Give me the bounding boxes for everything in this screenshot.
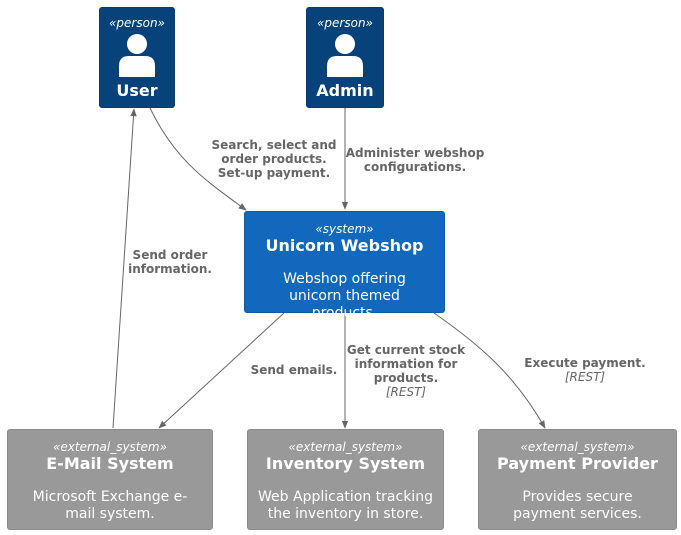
person-icon (119, 34, 155, 77)
edge-webshop-email (158, 312, 285, 429)
edge-webshop-payment-text: Execute payment. (524, 356, 646, 370)
edge-webshop-payment-tech: [REST] (564, 370, 606, 384)
node-user-stereotype: «person» (109, 16, 165, 30)
edge-webshop-inventory-text: Get current stock information for produc… (346, 343, 466, 385)
node-webshop-stereotype: «system» (315, 222, 374, 236)
node-inventory-description: Web Application tracking the inventory i… (258, 489, 433, 522)
edge-label-webshop-inventory: Get current stock information for produc… (343, 343, 469, 399)
node-webshop-description: Webshop offering unicorn themed products… (283, 271, 406, 321)
edge-webshop-email-text: Send emails. (250, 363, 338, 377)
node-email-title: E-Mail System (46, 454, 174, 473)
node-webshop-title: Unicorn Webshop (265, 236, 424, 255)
node-email-system[interactable]: «external_system» E-Mail System Microsof… (7, 429, 213, 530)
node-user[interactable]: «person» User (99, 7, 175, 108)
edge-email-user-text: Send order information. (128, 248, 212, 276)
edge-label-webshop-payment: Execute payment. [REST] (520, 356, 650, 384)
person-icon (327, 34, 363, 77)
node-inventory-stereotype: «external_system» (288, 440, 403, 454)
node-email-description: Microsoft Exchange e-mail system. (32, 489, 188, 522)
edge-webshop-payment (433, 312, 546, 429)
node-admin[interactable]: «person» Admin (306, 7, 384, 108)
edge-label-admin-webshop: Administer webshop configurations. (340, 146, 490, 174)
node-payment-stereotype: «external_system» (520, 440, 635, 454)
node-inventory-system[interactable]: «external_system» Inventory System Web A… (247, 429, 444, 530)
edge-label-email-user: Send order information. (125, 248, 215, 276)
node-payment-description: Provides secure payment services. (513, 489, 642, 522)
edge-user-webshop-text: Search, select and order products. Set-u… (211, 138, 337, 180)
edge-user-webshop (149, 107, 247, 211)
edge-webshop-inventory-tech: [REST] (385, 385, 427, 399)
node-admin-stereotype: «person» (317, 16, 373, 30)
node-inventory-title: Inventory System (265, 454, 426, 473)
node-webshop[interactable]: «system» Unicorn Webshop Webshop offerin… (244, 211, 445, 321)
node-email-stereotype: «external_system» (53, 440, 167, 454)
edge-label-user-webshop: Search, select and order products. Set-u… (208, 138, 340, 180)
edge-email-user (112, 108, 137, 429)
node-admin-title: Admin (316, 81, 374, 100)
edge-admin-webshop-text: Administer webshop configurations. (345, 146, 485, 174)
node-payment-provider[interactable]: «external_system» Payment Provider Provi… (478, 429, 677, 530)
edge-label-webshop-email: Send emails. (247, 363, 341, 377)
node-payment-title: Payment Provider (497, 454, 658, 473)
node-user-title: User (116, 81, 158, 100)
